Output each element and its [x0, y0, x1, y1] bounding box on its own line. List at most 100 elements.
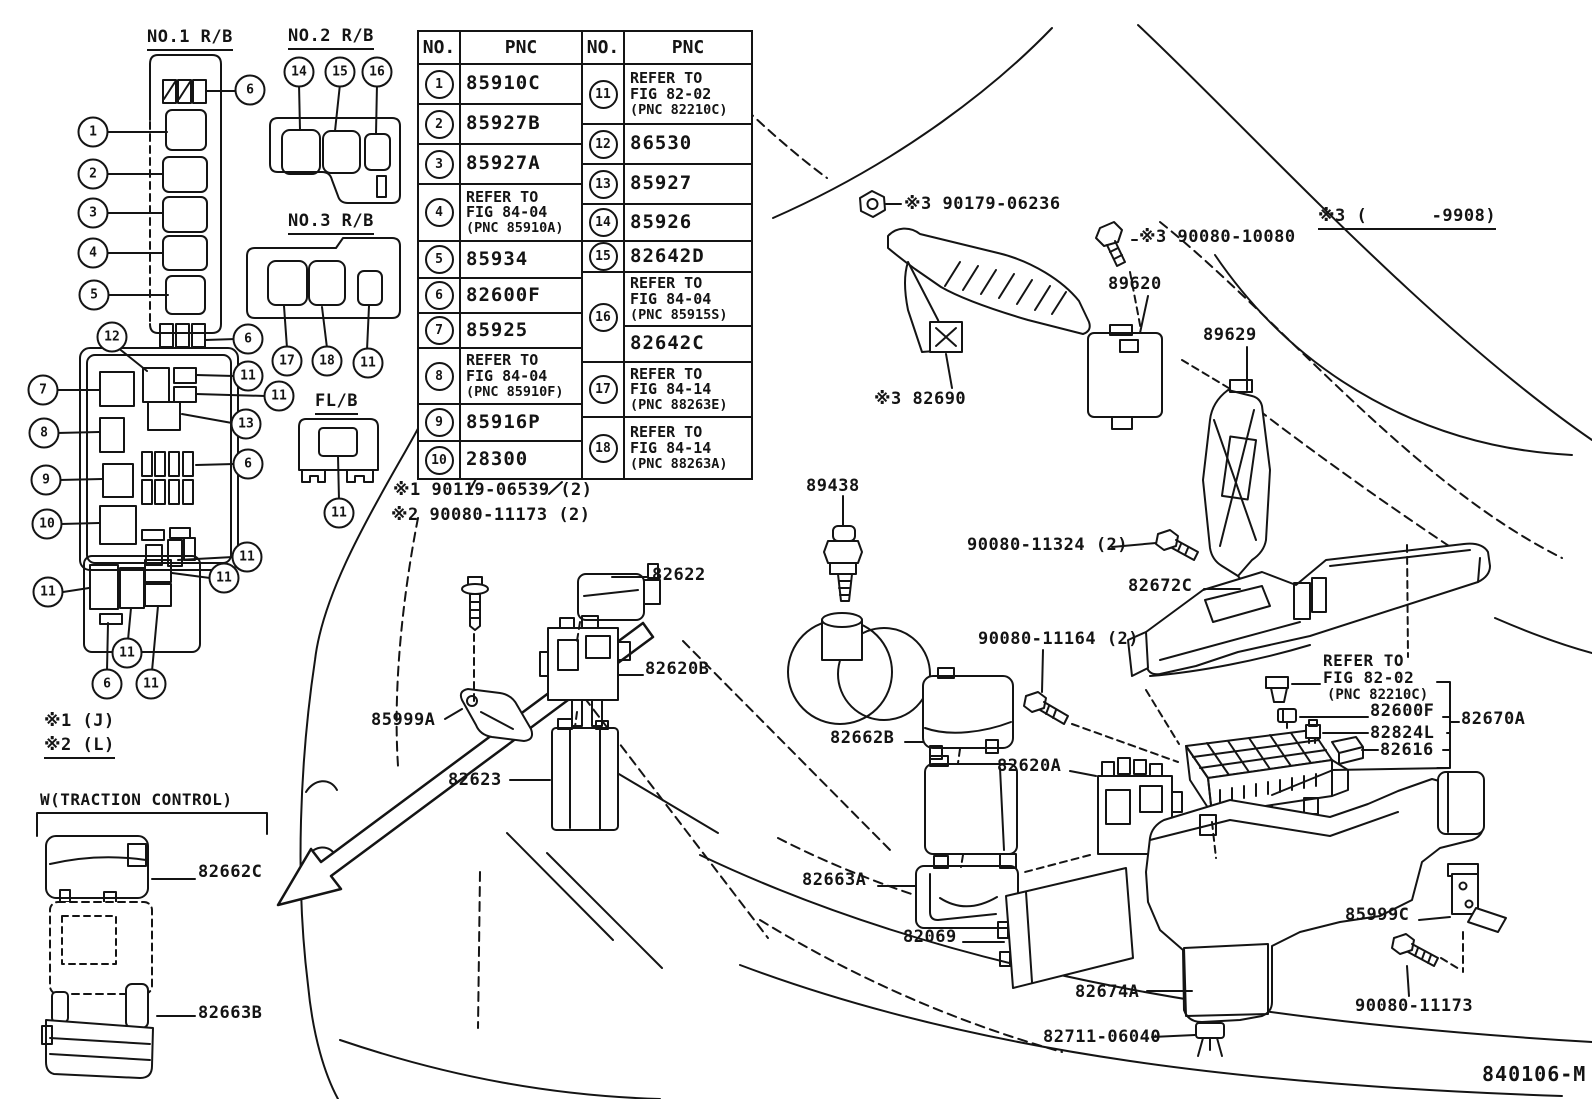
part-89620-computer — [1087, 324, 1163, 430]
pnc-value: 85927A — [466, 152, 541, 175]
pnc-value: (PNC 85910A) — [466, 220, 564, 237]
part-82600f-clip — [1277, 708, 1297, 729]
header-pnc: PNC — [504, 37, 538, 58]
row-number-13: 13 — [588, 169, 618, 199]
bolt-11173-icon — [1391, 933, 1439, 967]
pnc-value: 82642C — [630, 332, 705, 355]
part-85999a-bracket — [459, 688, 534, 742]
pnc-value: FIG 84-04 — [466, 366, 548, 385]
pnc-value: (PNC 85910F) — [466, 383, 564, 400]
pnc-value: 85916P — [466, 410, 541, 433]
pnc-value: 28300 — [466, 448, 529, 471]
pnc-value: REFER TO — [630, 69, 703, 88]
header-pnc: PNC — [671, 37, 705, 58]
pnc-value: 82600F — [466, 283, 541, 306]
row-number-18: 18 — [588, 433, 618, 463]
part-82623-holder — [551, 718, 619, 831]
fusible-link-block-figure — [298, 418, 379, 483]
no3-relay-block-figure — [246, 237, 401, 319]
row-number-11: 11 — [588, 79, 618, 109]
row-number-6: 6 — [424, 281, 454, 310]
bolt-note-icon — [461, 576, 489, 631]
row-number-12: 12 — [588, 129, 618, 159]
part-82663a-holder — [915, 853, 1019, 929]
pnc-value: (PNC 88263A) — [630, 455, 728, 472]
pnc-value: 85927 — [630, 172, 693, 195]
row-number-4: 4 — [424, 198, 454, 227]
traction-relay-box-body — [49, 901, 153, 995]
part-82663b-holder — [41, 983, 154, 1079]
table-row-13: 13 85927 — [583, 165, 751, 205]
part-82662b-cover — [922, 667, 1014, 760]
row-number-5: 5 — [424, 245, 454, 274]
row-number-1: 1 — [424, 69, 454, 99]
pnc-value: FIG 84-14 — [630, 438, 712, 457]
row-number-10: 10 — [424, 445, 454, 475]
table-row-3: 3 85927A — [419, 145, 581, 185]
part-89629-bracket — [1202, 379, 1271, 601]
pnc-value: REFER TO — [466, 187, 539, 206]
header-no: NO. — [583, 32, 625, 63]
leader-lines — [36, 83, 1460, 1038]
row-number-17: 17 — [588, 375, 618, 404]
part-82690-bracket — [887, 227, 1091, 353]
assembly-dashed-lines — [473, 271, 1464, 973]
table-header-row: NO. PNC — [419, 32, 581, 65]
table-header-row: NO. PNC — [583, 32, 751, 65]
part-82662c-cover — [45, 835, 149, 909]
part-82620b-relay — [539, 615, 631, 727]
pnc-value: 85927B — [466, 112, 541, 135]
pnc-value: FIG 84-04 — [630, 289, 712, 308]
part-82674a-housing — [1145, 771, 1485, 1023]
pnc-value: 85925 — [466, 318, 529, 341]
bolt-10080-icon — [1095, 221, 1126, 267]
pnc-value: (PNC 88263E) — [630, 397, 728, 414]
part-82616-fuse — [1331, 736, 1364, 765]
traction-control-bracket — [36, 812, 268, 837]
pnc-value: FIG 84-14 — [630, 380, 712, 399]
row-number-3: 3 — [424, 149, 454, 179]
pnc-value: FIG 82-02 — [630, 84, 712, 103]
part-82622-cover — [577, 563, 661, 621]
group-bracket-82670a — [1271, 681, 1460, 796]
bolt-11324-icon — [1155, 529, 1199, 561]
pnc-value: 86530 — [630, 132, 693, 155]
pnc-value: (PNC 85915S) — [630, 306, 728, 323]
relay-box-no2-body — [924, 755, 1018, 855]
main-relay-box-figure — [79, 347, 239, 653]
table-row-1: 1 85910C — [419, 65, 581, 105]
table-row-15: 15 82642D — [583, 242, 751, 273]
pnc-value: 85910C — [466, 72, 541, 95]
pnc-value: REFER TO — [630, 364, 703, 383]
nut-90179-icon — [859, 190, 886, 218]
pnc-value: (PNC 82210C) — [630, 101, 728, 118]
table-row-5: 5 85934 — [419, 242, 581, 279]
pnc-value: REFER TO — [630, 274, 703, 293]
table-row-12: 12 86530 — [583, 125, 751, 165]
pnc-value: 82642D — [630, 244, 705, 267]
pnc-value: 85926 — [630, 210, 693, 233]
table-row-10: 10 28300 — [419, 442, 581, 478]
row-number-8: 8 — [424, 361, 454, 391]
no2-relay-block-figure — [269, 117, 401, 204]
pnc-value: 85934 — [466, 247, 529, 270]
header-no: NO. — [419, 32, 461, 63]
row-number-16: 16 — [588, 302, 618, 332]
part-89438-sensor — [787, 525, 931, 725]
part-82711-clip — [1195, 1022, 1225, 1057]
part-82672c-cover — [1127, 542, 1491, 677]
row-number-15: 15 — [588, 242, 618, 271]
